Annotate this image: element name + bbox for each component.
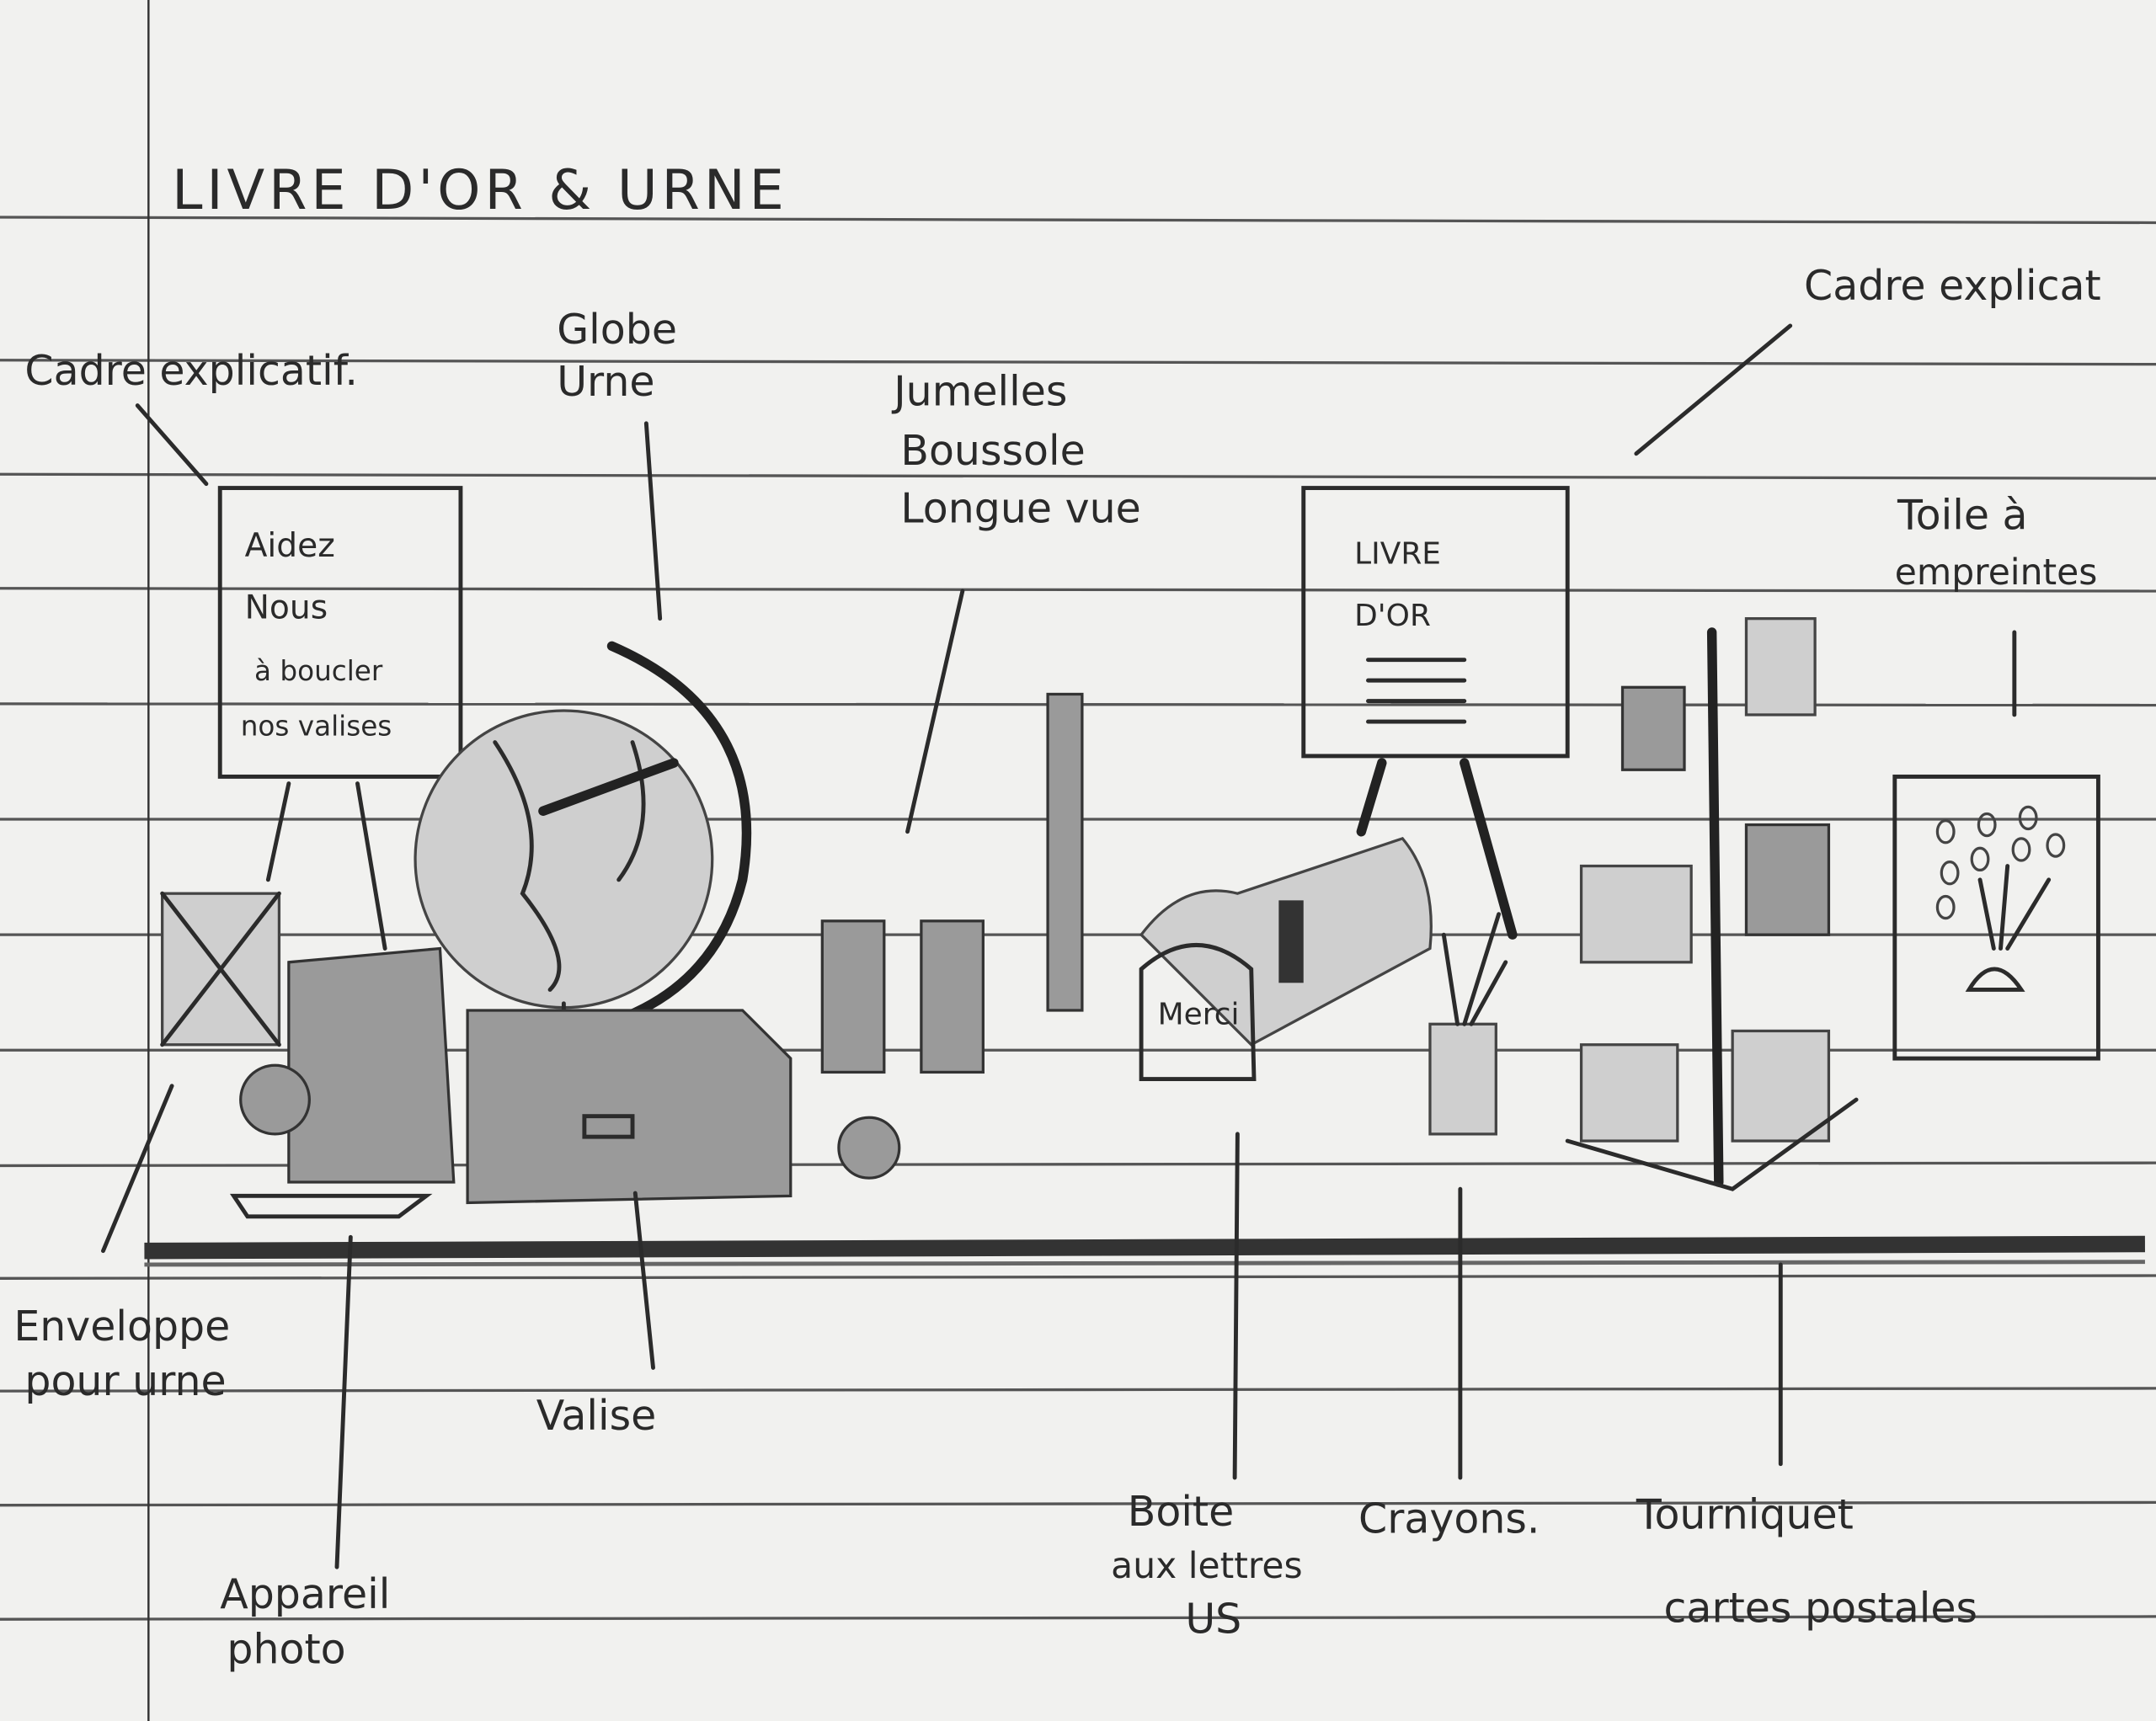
suitcase-drawing — [466, 1009, 792, 1205]
page-title: LIVRE D'OR & URNE — [172, 158, 788, 222]
label-enveloppe: Enveloppe — [13, 1303, 230, 1351]
label-crayons: Crayons. — [1358, 1495, 1540, 1543]
label-boussole: Boussole — [900, 427, 1085, 475]
label-cadre-explicatif-left: Cadre explicatif. — [24, 347, 358, 395]
label-boite: Boite — [1128, 1488, 1235, 1536]
label-urne: Urne — [557, 358, 654, 406]
explanatory-frame-right: LIVRE D'OR — [1301, 486, 1570, 940]
svg-text:D'OR: D'OR — [1354, 599, 1431, 633]
label-globe: Globe — [557, 306, 677, 354]
label-cadre-explicatif-right: Cadre explicat — [1804, 262, 2101, 310]
label-longue-vue: Longue vue — [900, 484, 1140, 532]
label-appareil: Appareil — [220, 1570, 390, 1618]
explanatory-frame-left: Aidez Nous à boucler nos valises — [217, 486, 463, 951]
envelope-drawing — [160, 891, 281, 1047]
label-jumelles: Jumelles — [891, 368, 1067, 416]
postcard-rack-drawing — [1565, 617, 1859, 1191]
binoculars-compass-spyglass-drawing — [820, 692, 1084, 1180]
label-empreintes: empreintes — [1895, 552, 2098, 594]
label-us: US — [1185, 1596, 1241, 1644]
label-tourniquet: Tourniquet — [1636, 1490, 1854, 1538]
svg-text:LIVRE: LIVRE — [1354, 536, 1441, 571]
camera-drawing — [229, 946, 456, 1219]
fingerprint-canvas-drawing — [1892, 774, 2100, 1061]
label-pour-urne: pour urne — [24, 1357, 226, 1405]
svg-text:nos valises: nos valises — [241, 710, 392, 742]
label-toile: Toile à — [1897, 492, 2027, 540]
leader-lines — [101, 323, 2017, 1569]
label-cartes-postales: cartes postales — [1664, 1584, 1977, 1632]
label-valise: Valise — [536, 1392, 657, 1440]
label-photo: photo — [227, 1625, 345, 1673]
table-edge — [144, 1235, 2145, 1260]
us-mailbox-drawing: Merci — [1139, 836, 1433, 1082]
pencil-cup-drawing — [1428, 912, 1508, 1136]
label-aux-lettres: aux lettres — [1111, 1546, 1302, 1587]
svg-text:Nous: Nous — [245, 589, 328, 627]
svg-text:à boucler: à boucler — [254, 655, 383, 687]
svg-text:Aidez: Aidez — [245, 527, 335, 565]
mailbox-text: Merci — [1158, 997, 1240, 1031]
